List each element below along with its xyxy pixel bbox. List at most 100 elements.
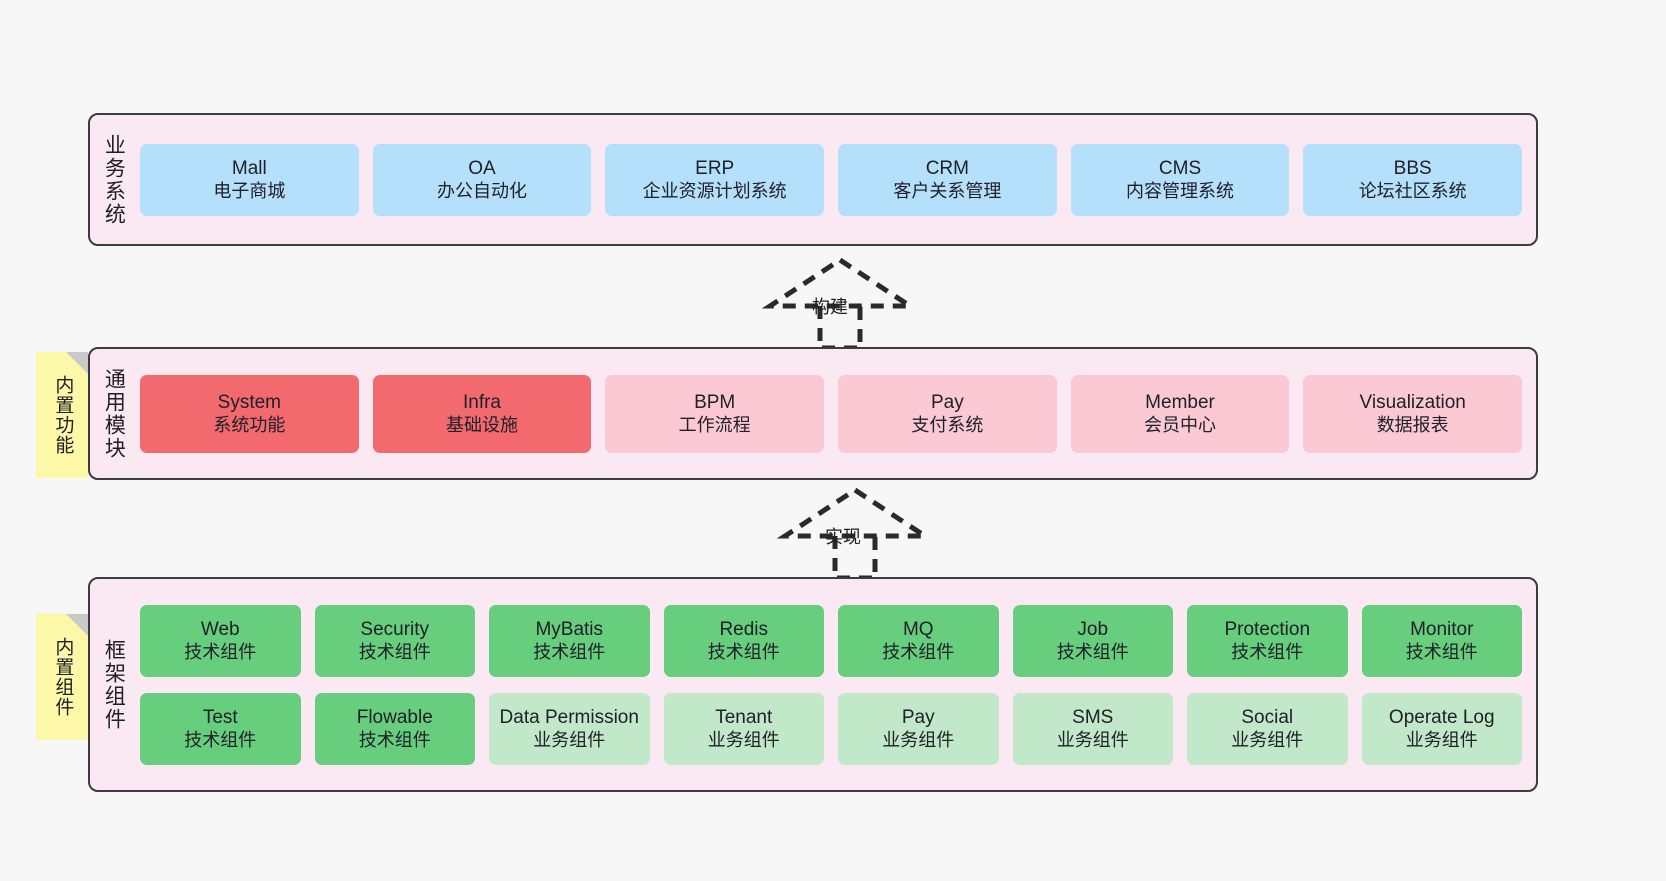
node-erp[interactable]: ERP 企业资源计划系统 bbox=[605, 143, 825, 216]
node-title-en: Redis bbox=[719, 618, 769, 640]
layer-business-systems: 业务系统 Mall 电子商城 OA 办公自动化 ERP 企业资源计划系统 CRM… bbox=[88, 113, 1538, 246]
node-title-cn: 业务组件 bbox=[1231, 730, 1304, 751]
node-member[interactable]: Member 会员中心 bbox=[1070, 374, 1290, 453]
node-title-cn: 业务组件 bbox=[533, 730, 606, 751]
sticky-note-label: 内置功能 bbox=[52, 375, 74, 455]
node-title-cn: 电子商城 bbox=[213, 181, 286, 202]
node-monitor[interactable]: Monitor 技术组件 bbox=[1361, 604, 1522, 677]
node-mybatis[interactable]: MyBatis 技术组件 bbox=[489, 604, 650, 677]
node-redis[interactable]: Redis 技术组件 bbox=[663, 604, 824, 677]
node-title-cn: 技术组件 bbox=[533, 642, 606, 663]
node-mall[interactable]: Mall 电子商城 bbox=[140, 143, 359, 216]
node-title-en: MQ bbox=[902, 618, 934, 640]
node-sms[interactable]: SMS 业务组件 bbox=[1012, 692, 1173, 765]
node-title-cn: 系统功能 bbox=[213, 415, 286, 436]
node-infra[interactable]: Infra 基础设施 bbox=[372, 374, 592, 453]
node-row: Web 技术组件 Security 技术组件 MyBatis 技术组件 Redi… bbox=[140, 604, 1522, 677]
layer-body-framework: Web 技术组件 Security 技术组件 MyBatis 技术组件 Redi… bbox=[136, 579, 1536, 790]
arrow-realize: 实现 bbox=[765, 486, 945, 582]
node-title-cn: 工作流程 bbox=[678, 415, 751, 436]
node-title-cn: 业务组件 bbox=[1405, 730, 1478, 751]
node-title-en: Flowable bbox=[356, 706, 433, 728]
sticky-note-builtin-components: 内置组件 bbox=[36, 614, 88, 740]
layer-title-modules: 通用模块 bbox=[102, 367, 126, 460]
node-crm[interactable]: CRM 客户关系管理 bbox=[838, 143, 1057, 216]
node-title-en: Job bbox=[1077, 618, 1109, 640]
node-title-en: System bbox=[217, 391, 282, 413]
node-title-en: Operate Log bbox=[1388, 706, 1495, 728]
arrow-head-triangle-icon bbox=[761, 257, 919, 309]
node-title-en: Pay bbox=[930, 391, 964, 413]
node-operate-log[interactable]: Operate Log 业务组件 bbox=[1361, 692, 1522, 765]
node-title-cn: 技术组件 bbox=[707, 642, 780, 663]
node-title-en: SMS bbox=[1072, 706, 1114, 728]
node-system[interactable]: System 系统功能 bbox=[140, 374, 359, 453]
node-row: System 系统功能 Infra 基础设施 BPM 工作流程 Pay 支付系统… bbox=[140, 374, 1523, 453]
node-title-cn: 论坛社区系统 bbox=[1358, 181, 1467, 202]
node-title-en: Pay bbox=[901, 706, 935, 728]
node-title-en: CRM bbox=[925, 157, 969, 179]
node-oa[interactable]: OA 办公自动化 bbox=[372, 143, 592, 216]
node-bbs[interactable]: BBS 论坛社区系统 bbox=[1303, 143, 1523, 216]
node-title-cn: 技术组件 bbox=[184, 730, 257, 751]
node-row: Mall 电子商城 OA 办公自动化 ERP 企业资源计划系统 CRM 客户关系… bbox=[140, 143, 1523, 216]
node-bpm[interactable]: BPM 工作流程 bbox=[605, 374, 825, 453]
node-title-cn: 技术组件 bbox=[184, 642, 257, 663]
node-job[interactable]: Job 技术组件 bbox=[1012, 604, 1173, 677]
node-web[interactable]: Web 技术组件 bbox=[140, 604, 301, 677]
node-title-en: Social bbox=[1241, 706, 1294, 728]
node-pay-component[interactable]: Pay 业务组件 bbox=[838, 692, 999, 765]
layer-body-business: Mall 电子商城 OA 办公自动化 ERP 企业资源计划系统 CRM 客户关系… bbox=[136, 115, 1536, 244]
node-title-cn: 业务组件 bbox=[1056, 730, 1129, 751]
sticky-note-label: 内置组件 bbox=[52, 637, 74, 717]
node-title-en: Visualization bbox=[1359, 391, 1466, 413]
layer-common-modules: 通用模块 System 系统功能 Infra 基础设施 BPM 工作流程 Pay… bbox=[88, 347, 1538, 480]
node-title-en: Monitor bbox=[1410, 618, 1474, 640]
layer-framework-components: 框架组件 Web 技术组件 Security 技术组件 MyBatis 技术组件… bbox=[88, 577, 1538, 792]
node-data-permission[interactable]: Data Permission 业务组件 bbox=[489, 692, 650, 765]
node-title-cn: 会员中心 bbox=[1144, 415, 1217, 436]
node-title-en: Infra bbox=[462, 391, 502, 413]
node-title-cn: 技术组件 bbox=[882, 642, 955, 663]
node-tenant[interactable]: Tenant 业务组件 bbox=[663, 692, 824, 765]
node-title-cn: 业务组件 bbox=[707, 730, 780, 751]
node-title-cn: 企业资源计划系统 bbox=[642, 181, 787, 202]
node-visualization[interactable]: Visualization 数据报表 bbox=[1303, 374, 1523, 453]
node-row: Test 技术组件 Flowable 技术组件 Data Permission … bbox=[140, 692, 1522, 765]
node-pay-module[interactable]: Pay 支付系统 bbox=[838, 374, 1057, 453]
node-title-cn: 技术组件 bbox=[358, 642, 431, 663]
arrow-head-triangle-icon bbox=[776, 487, 934, 539]
node-flowable[interactable]: Flowable 技术组件 bbox=[314, 692, 475, 765]
node-title-en: Security bbox=[360, 618, 430, 640]
node-title-en: ERP bbox=[695, 157, 735, 179]
node-title-cn: 办公自动化 bbox=[437, 181, 527, 202]
node-title-en: BPM bbox=[694, 391, 736, 413]
node-title-en: MyBatis bbox=[535, 618, 604, 640]
node-title-cn: 基础设施 bbox=[446, 415, 518, 436]
layer-title-business: 业务系统 bbox=[102, 133, 126, 226]
node-cms[interactable]: CMS 内容管理系统 bbox=[1070, 143, 1290, 216]
node-title-en: Mall bbox=[231, 157, 267, 179]
node-mq[interactable]: MQ 技术组件 bbox=[838, 604, 999, 677]
node-test[interactable]: Test 技术组件 bbox=[140, 692, 301, 765]
node-security[interactable]: Security 技术组件 bbox=[314, 604, 475, 677]
node-title-en: Member bbox=[1145, 391, 1215, 413]
node-title-en: Tenant bbox=[715, 706, 773, 728]
node-title-cn: 内容管理系统 bbox=[1126, 181, 1235, 202]
node-title-cn: 技术组件 bbox=[1056, 642, 1129, 663]
node-title-en: Protection bbox=[1224, 618, 1311, 640]
node-social[interactable]: Social 业务组件 bbox=[1187, 692, 1348, 765]
node-title-cn: 支付系统 bbox=[911, 415, 984, 436]
node-title-en: Data Permission bbox=[499, 706, 639, 728]
arrow-build: 构建 bbox=[750, 256, 930, 352]
node-title-en: Test bbox=[202, 706, 238, 728]
layer-title-framework: 框架组件 bbox=[102, 638, 126, 731]
node-protection[interactable]: Protection 技术组件 bbox=[1187, 604, 1348, 677]
node-title-cn: 客户关系管理 bbox=[893, 181, 1002, 202]
arrow-label-realize: 实现 bbox=[825, 527, 861, 547]
node-title-en: Web bbox=[200, 618, 240, 640]
node-title-en: CMS bbox=[1158, 157, 1202, 179]
node-title-en: OA bbox=[468, 157, 496, 179]
node-title-cn: 数据报表 bbox=[1376, 415, 1449, 436]
node-title-cn: 业务组件 bbox=[882, 730, 955, 751]
